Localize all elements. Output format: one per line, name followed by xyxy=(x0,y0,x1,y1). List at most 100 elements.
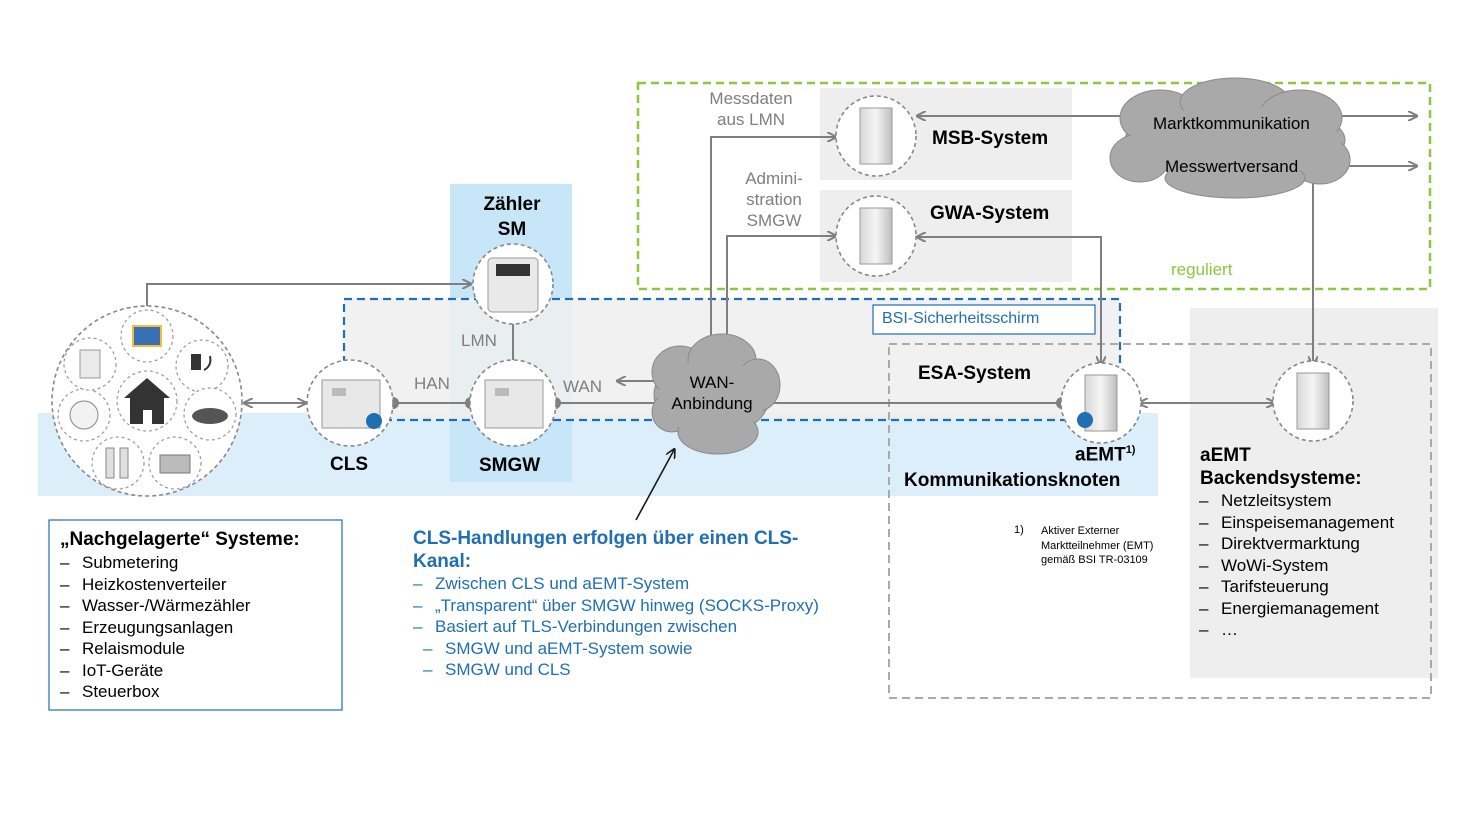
backend-list: –Netzleitsystem –Einspeisemanagement –Di… xyxy=(1189,490,1436,641)
list-dash: – xyxy=(1199,620,1209,639)
ev-charger-icon xyxy=(191,354,201,370)
heat-cost-icon xyxy=(69,400,99,430)
list-item-label: Steuerbox xyxy=(82,682,160,701)
aemt-text: aEMT xyxy=(1075,444,1126,466)
list-dash: – xyxy=(1199,512,1209,532)
admin-line3: SMGW xyxy=(746,211,802,230)
backend-title-line2: Backendsysteme: xyxy=(1200,468,1362,489)
wan-cloud-line1: WAN- xyxy=(689,373,735,392)
nachgelagerte-box xyxy=(48,519,343,711)
cls-handlungen-panel: CLS-Handlungen erfolgen über einen CLS- … xyxy=(413,527,883,681)
lmn-label: LMN xyxy=(461,331,497,350)
reguliert-label: reguliert xyxy=(1171,260,1233,279)
list-dash: – xyxy=(1199,534,1209,553)
list-dash: – xyxy=(1199,577,1209,596)
cls-title-line1: CLS-Handlungen erfolgen über einen CLS- xyxy=(413,528,799,549)
list-dash: – xyxy=(423,660,433,679)
list-item: –IoT-Geräte xyxy=(50,660,340,682)
backend-title: aEMT Backendsysteme: xyxy=(1200,444,1436,490)
list-item-label: Energiemanagement xyxy=(1221,598,1379,618)
messwertversand-label: Messwertversand xyxy=(1165,157,1299,176)
submeter-icon xyxy=(79,349,101,379)
messdaten-line2: aus LMN xyxy=(716,110,786,129)
backend-panel: aEMT Backendsysteme: –Netzleitsystem –Ei… xyxy=(1199,444,1436,641)
list-dash: – xyxy=(60,639,70,658)
bsi-frame xyxy=(342,297,1122,422)
kommunikationsknoten-label: Kommunikationsknoten xyxy=(904,470,1121,491)
list-item: –Heizkostenverteiler xyxy=(50,574,340,596)
list-item-label: Tarifsteuerung xyxy=(1221,577,1329,596)
list-item-label: IoT-Geräte xyxy=(82,660,164,680)
list-item-label: WoWi-System xyxy=(1221,555,1329,575)
list-dash: – xyxy=(413,574,423,593)
list-item: –„Transparent“ über SMGW hinweg (SOCKS-P… xyxy=(403,595,883,617)
list-item-label: Basiert auf TLS-Verbindungen zwischen xyxy=(435,617,738,636)
list-item: –WoWi-System xyxy=(1189,555,1436,577)
footnote-text: Aktiver Externer Marktteilnehmer (EMT) g… xyxy=(1041,524,1153,568)
house-icon xyxy=(124,378,170,424)
list-item: –Submetering xyxy=(50,552,340,574)
wan-cloud-line2: Anbindung xyxy=(671,394,753,413)
water-meter-icon xyxy=(159,454,191,474)
list-dash: – xyxy=(60,553,70,572)
list-item: –Netzleitsystem xyxy=(1189,490,1436,512)
smgw-device-icon xyxy=(484,379,544,429)
bsi-schirm-label: BSI-Sicherheitsschirm xyxy=(882,310,1040,327)
zaehler-title: Zähler SM xyxy=(452,192,572,242)
list-dash: – xyxy=(60,596,70,615)
list-dash: – xyxy=(413,617,423,636)
list-dash: – xyxy=(423,638,433,658)
marktkommunikation-label: Marktkommunikation xyxy=(1153,114,1310,133)
list-item: –Zwischen CLS und aEMT-System xyxy=(403,573,883,595)
sensor-disc-icon xyxy=(192,408,228,424)
list-item-label: „Transparent“ über SMGW hinweg (SOCKS-Pr… xyxy=(435,595,819,615)
list-item: –Basiert auf TLS-Verbindungen zwischen xyxy=(403,616,883,638)
wan-label: WAN xyxy=(563,377,603,396)
list-item-label: Netzleitsystem xyxy=(1221,491,1332,510)
aemt-footnote-mark: 1) xyxy=(1125,444,1136,456)
gwa-server-node xyxy=(835,195,917,277)
list-item-label: Relaismodule xyxy=(82,639,185,658)
han-label: HAN xyxy=(414,374,450,393)
list-item-label: Direktvermarktung xyxy=(1221,534,1360,553)
backend-server-node xyxy=(1272,360,1354,442)
list-item-label: Submetering xyxy=(82,553,179,572)
nachgelagerte-title: „Nachgelagerte“ Systeme: xyxy=(60,529,300,550)
list-item-label: Wasser-/Wärmezähler xyxy=(82,596,251,615)
wan-cloud-label: WAN- Anbindung xyxy=(660,372,764,414)
list-dash: – xyxy=(60,682,70,701)
list-item-label: Heizkostenverteiler xyxy=(82,574,227,594)
list-item: –Wasser-/Wärmezähler xyxy=(50,595,340,617)
esa-system-label: ESA-System xyxy=(918,363,1031,384)
list-item: –SMGW und aEMT-System sowie xyxy=(403,638,883,660)
aemt-label: aEMT1) xyxy=(1075,444,1135,466)
footnote-line3: gemäß BSI TR-03109 xyxy=(1041,554,1148,566)
msb-system-label: MSB-System xyxy=(932,128,1049,149)
list-item: –Einspeisemanagement xyxy=(1189,512,1436,534)
list-item: –Energiemanagement xyxy=(1189,598,1436,620)
zaehler-title-line2: SM xyxy=(497,219,527,240)
list-item: –Steuerbox xyxy=(50,681,340,703)
footnote-line1: Aktiver Externer xyxy=(1041,525,1120,537)
admin-label: Admini- stration SMGW xyxy=(734,168,814,231)
list-dash: – xyxy=(413,595,423,615)
list-item: –… xyxy=(1189,619,1436,641)
list-dash: – xyxy=(60,617,70,637)
gwa-system-label: GWA-System xyxy=(930,203,1050,224)
cls-handlungen-list: –Zwischen CLS und aEMT-System –„Transpar… xyxy=(403,573,883,681)
cls-handlungen-title: CLS-Handlungen erfolgen über einen CLS- … xyxy=(413,527,883,573)
footnote-line2: Marktteilnehmer (EMT) xyxy=(1041,539,1154,552)
list-item: –Relaismodule xyxy=(50,638,340,660)
aemt-frame xyxy=(888,343,1432,699)
admin-line2: stration xyxy=(746,190,802,209)
messdaten-line1: Messdaten xyxy=(709,89,793,108)
admin-line1: Admini- xyxy=(745,169,803,188)
bsi-label-box xyxy=(872,304,1096,335)
list-dash: – xyxy=(1199,491,1209,510)
zaehler-title-line1: Zähler xyxy=(483,194,541,215)
list-dash: – xyxy=(60,660,70,680)
list-item: –Erzeugungsanlagen xyxy=(50,617,340,639)
msb-server-node xyxy=(835,95,917,177)
list-item: –Direktvermarktung xyxy=(1189,533,1436,555)
